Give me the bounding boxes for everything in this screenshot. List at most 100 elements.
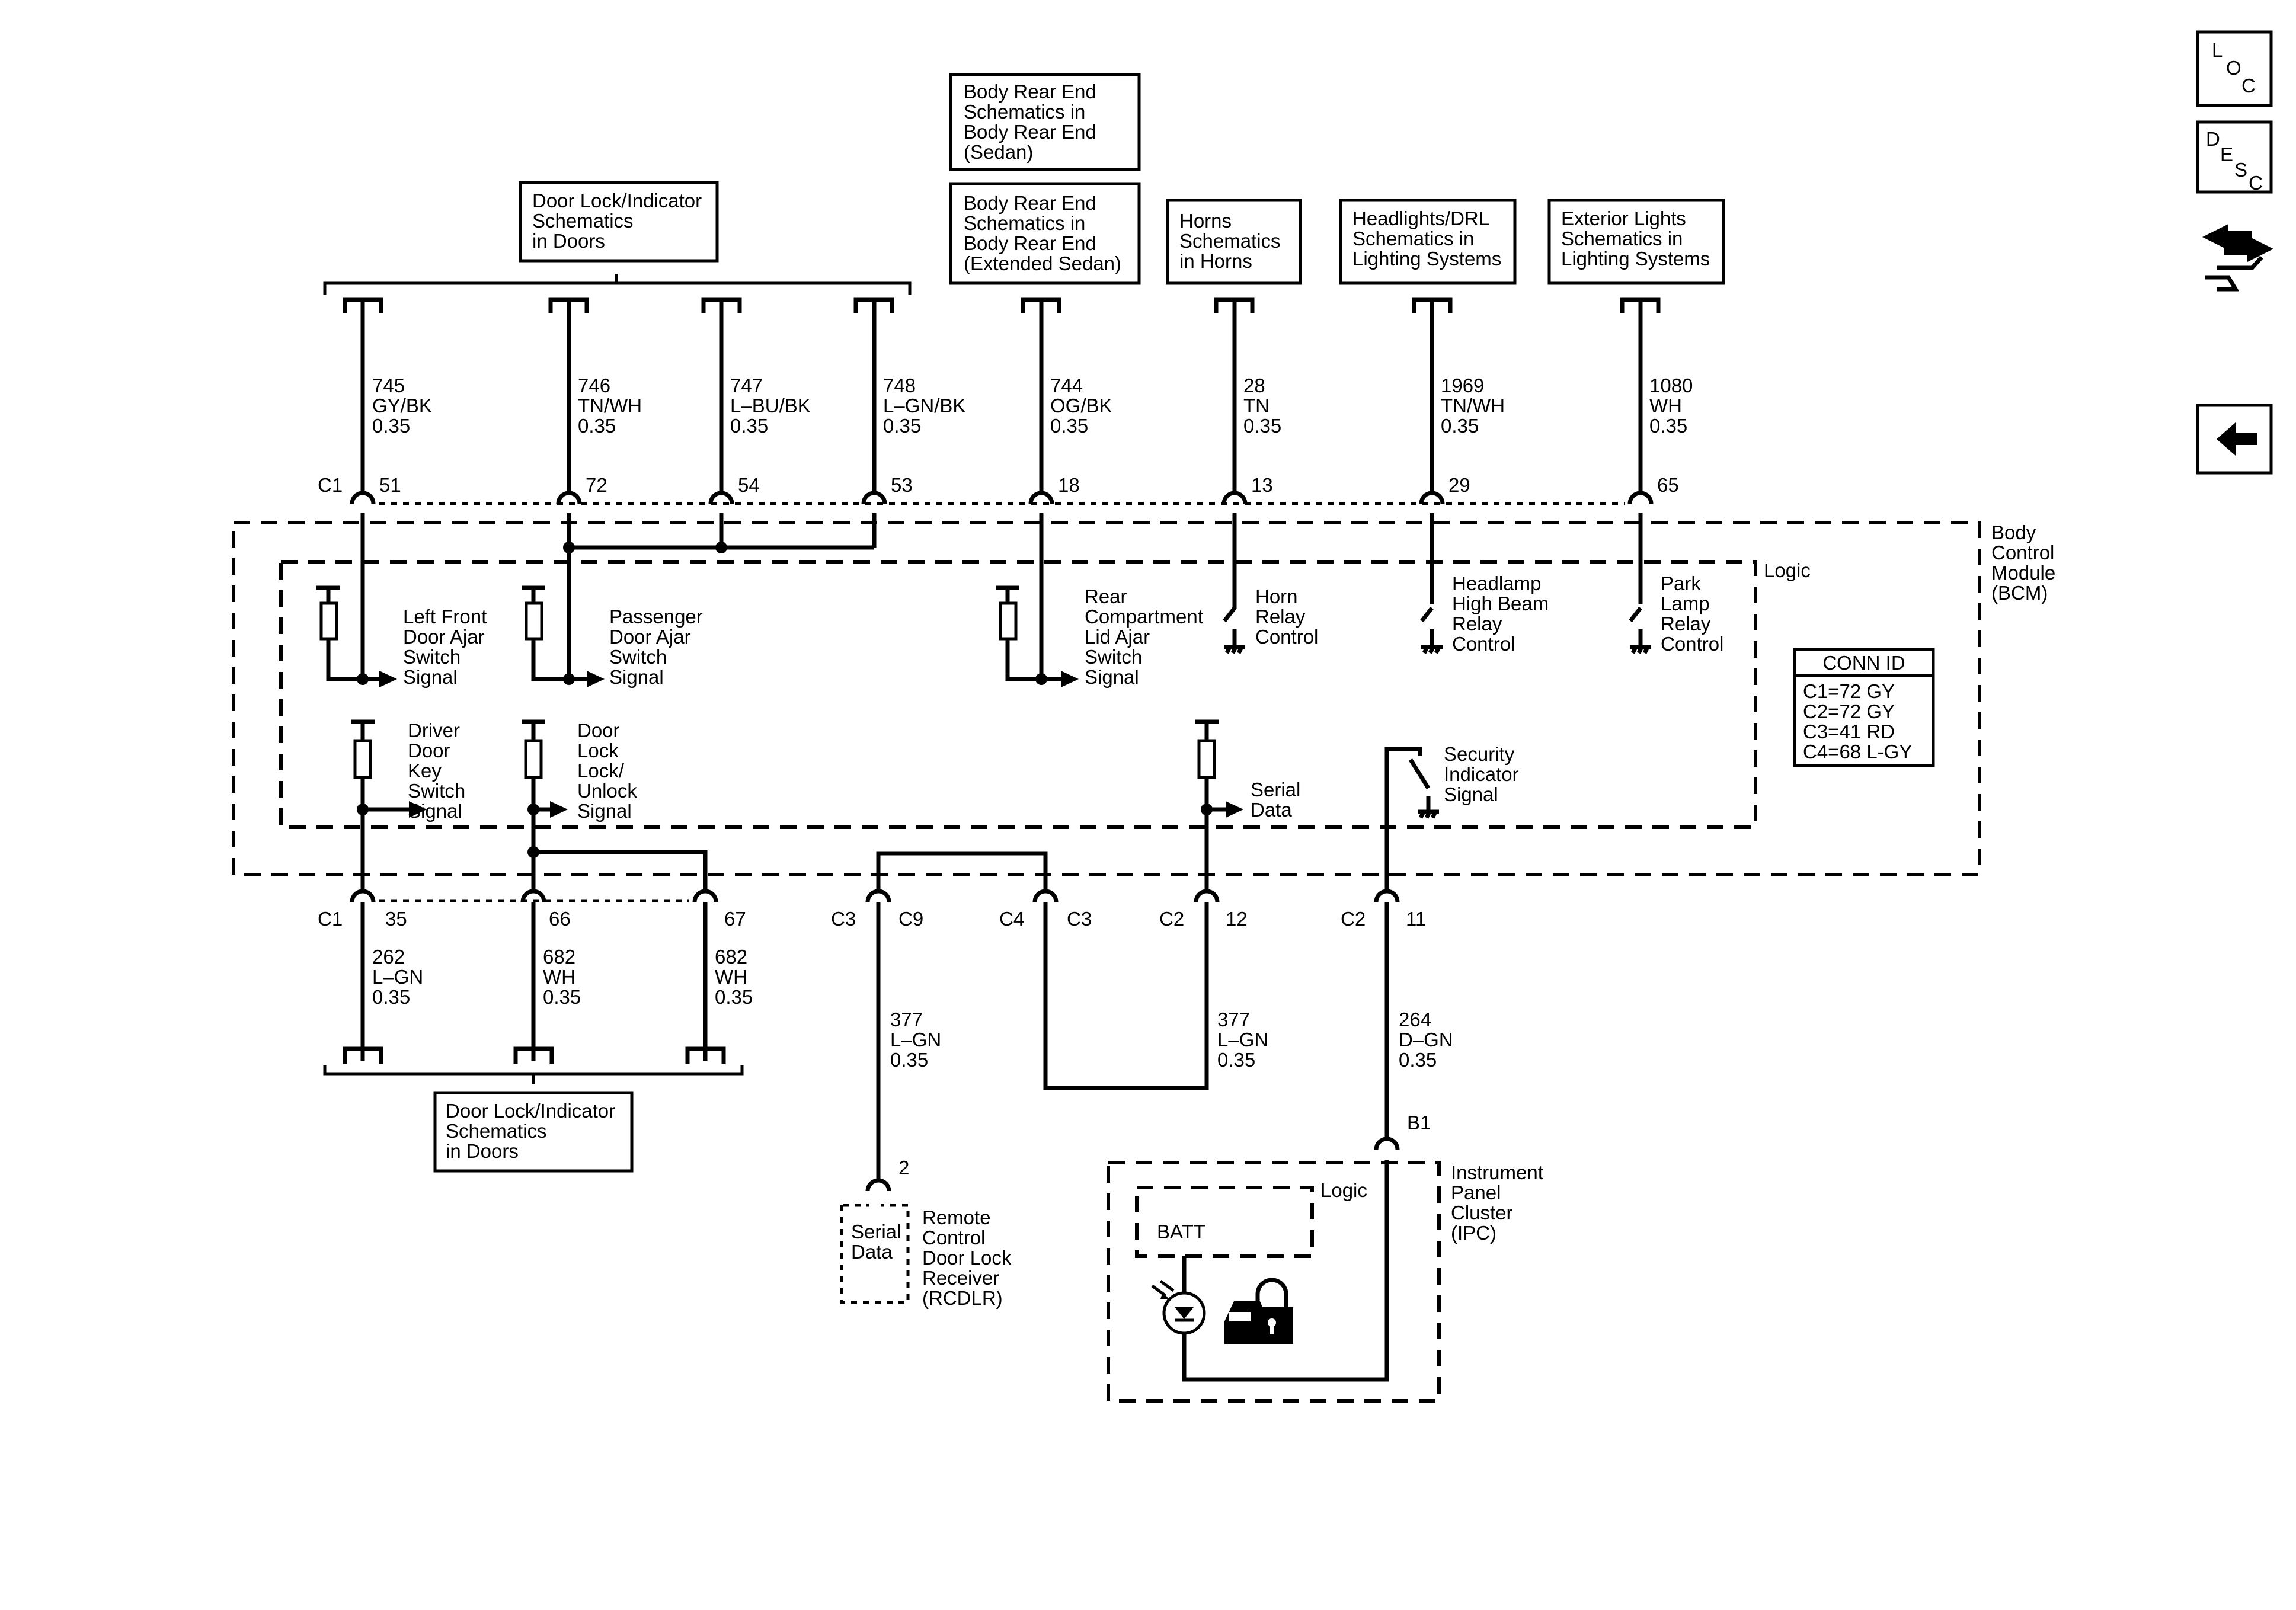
svg-text:0.35: 0.35 [1399,1049,1437,1071]
svg-text:0.35: 0.35 [715,986,753,1008]
wire-label-377-rcdlr: 377 L–GN 0.35 [890,1009,941,1071]
svg-text:Switch: Switch [1085,646,1142,668]
wire-label-746: 746 TN/WH 0.35 [578,375,642,437]
svg-text:682: 682 [543,946,575,968]
svg-text:13: 13 [1251,474,1273,496]
wire-label-377-bcm: 377 L–GN 0.35 [1217,1009,1268,1071]
bcm-name: Body Control Module (BCM) [1991,521,2055,604]
ref-line: Lighting Systems [1352,248,1501,270]
svg-text:0.35: 0.35 [1649,415,1687,437]
svg-text:51: 51 [379,474,401,496]
svg-text:0.35: 0.35 [543,986,581,1008]
svg-text:65: 65 [1657,474,1679,496]
svg-text:2: 2 [898,1157,909,1179]
bcm-logic-label: Logic [1764,559,1811,581]
signal-passenger-door-ajar: Passenger Door Ajar Switch Signal [609,606,703,688]
wire-label-1080: 1080 WH 0.35 [1649,375,1693,437]
svg-text:Serial: Serial [851,1221,901,1243]
ref-headlights[interactable]: Headlights/DRL Schematics in Lighting Sy… [1339,199,1517,285]
svg-text:CONN ID: CONN ID [1822,652,1905,674]
bottom-terminals [343,1046,726,1064]
wire-label-262: 262 L–GN 0.35 [372,946,423,1008]
svg-text:746: 746 [578,375,610,396]
svg-text:18: 18 [1058,474,1080,496]
connector-view-icon[interactable] [2202,224,2273,292]
svg-text:C3: C3 [831,908,856,930]
desc-icon[interactable]: D E S C [2196,120,2273,194]
svg-text:Driver: Driver [408,719,460,741]
bottom-wires [360,902,1389,1179]
wire-label-682-b: 682 WH 0.35 [715,946,753,1008]
ref-line: Schematics [532,210,634,232]
svg-text:Relay: Relay [1661,613,1711,635]
svg-text:Control: Control [1452,633,1515,655]
svg-text:High Beam: High Beam [1452,593,1549,614]
svg-text:Module: Module [1991,562,2055,584]
ref-door-lock-top[interactable]: Door Lock/Indicator Schematics in Doors [519,181,719,263]
svg-text:C1: C1 [318,908,343,930]
wire-label-28: 28 TN 0.35 [1243,375,1281,437]
conn-id-table: CONN ID C1=72 GY C2=72 GY C3=41 RD C4=68… [1793,648,1935,767]
svg-text:377: 377 [890,1009,923,1030]
ref-line: Schematics in [1561,228,1683,249]
signal-serial-data: Serial Data [1251,779,1300,821]
svg-text:Switch: Switch [403,646,461,668]
svg-text:Rear: Rear [1085,585,1127,607]
svg-text:Lock: Lock [577,740,619,761]
svg-text:Horn: Horn [1255,585,1298,607]
svg-text:C9: C9 [898,908,923,930]
wire-label-1969: 1969 TN/WH 0.35 [1441,375,1505,437]
ref-door-lock-bottom[interactable]: Door Lock/Indicator Schematics in Doors [433,1091,634,1173]
svg-text:Signal: Signal [1085,666,1139,688]
ref-body-rear-extended[interactable]: Body Rear End Schematics in Body Rear En… [949,182,1141,285]
wire-label-747: 747 L–BU/BK 0.35 [730,375,811,437]
svg-text:Door: Door [408,740,450,761]
back-arrow-icon[interactable] [2196,404,2273,475]
svg-text:(RCDLR): (RCDLR) [922,1287,1003,1309]
ref-line: Schematics in [1352,228,1474,249]
svg-text:Switch: Switch [408,780,465,802]
svg-text:748: 748 [883,375,916,396]
svg-text:Relay: Relay [1452,613,1502,635]
svg-text:L–BU/BK: L–BU/BK [730,395,811,417]
svg-text:(IPC): (IPC) [1451,1222,1496,1244]
svg-text:Lamp: Lamp [1661,593,1710,614]
svg-text:O: O [2226,57,2241,79]
signal-horn-relay-control: Horn Relay Control [1255,585,1318,648]
signal-headlamp-high-beam: Headlamp High Beam Relay Control [1452,572,1549,655]
svg-text:54: 54 [738,474,760,496]
svg-text:C: C [2249,172,2263,194]
svg-text:L–GN/BK: L–GN/BK [883,395,965,417]
svg-text:Receiver: Receiver [922,1267,999,1289]
svg-text:Signal: Signal [1444,783,1498,805]
svg-text:1080: 1080 [1649,375,1693,396]
svg-text:66: 66 [549,908,571,930]
svg-text:28: 28 [1243,375,1265,396]
ref-horns[interactable]: Horns Schematics in Horns [1166,199,1302,285]
svg-text:35: 35 [385,908,407,930]
svg-text:0.35: 0.35 [883,415,921,437]
svg-text:C2: C2 [1341,908,1366,930]
ref-exterior-lights[interactable]: Exterior Lights Schematics in Lighting S… [1547,199,1725,285]
svg-text:L: L [2212,39,2223,61]
svg-text:0.35: 0.35 [890,1049,928,1071]
ref-line: Headlights/DRL [1352,207,1489,229]
ref-body-rear-sedan[interactable]: Body Rear End Schematics in Body Rear En… [949,73,1141,171]
svg-text:72: 72 [586,474,607,496]
ref-line: Body Rear End [964,232,1096,254]
svg-text:Data: Data [851,1241,893,1263]
bcm-c3-c4-jumper [876,851,1048,891]
svg-text:Cluster: Cluster [1451,1202,1513,1224]
svg-text:C3: C3 [1067,908,1092,930]
wire-label-682-a: 682 WH 0.35 [543,946,581,1008]
signal-rear-compartment-lid-ajar: Rear Compartment Lid Ajar Switch Signal [1085,585,1203,688]
svg-text:0.35: 0.35 [372,415,410,437]
svg-text:S: S [2234,159,2247,181]
svg-text:Left Front: Left Front [403,606,487,628]
wire-label-745: 745 GY/BK 0.35 [372,375,432,437]
svg-text:D–GN: D–GN [1399,1029,1453,1051]
ref-line: (Sedan) [964,141,1033,163]
svg-text:Passenger: Passenger [609,606,703,628]
svg-text:TN/WH: TN/WH [578,395,642,417]
loc-icon[interactable]: L O C [2196,30,2273,107]
